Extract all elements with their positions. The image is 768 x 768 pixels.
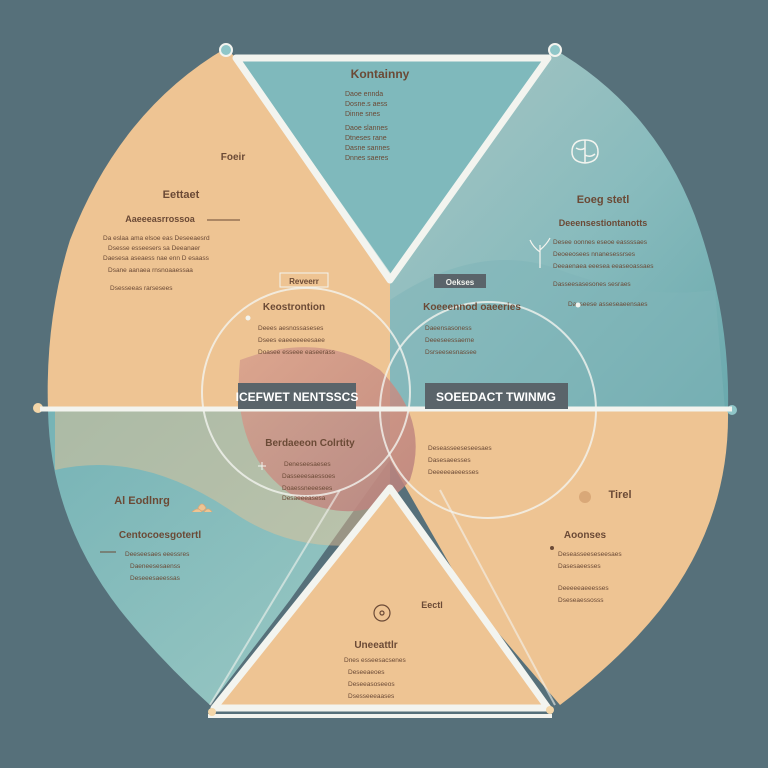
right-upper-title: Eoeg stetl xyxy=(577,194,630,206)
right-lower-line: Dseseaessosss xyxy=(558,597,604,604)
corner-dot xyxy=(546,706,554,714)
right-upper-subtitle: Deeensestiontanotts xyxy=(559,218,648,228)
center-circle-left xyxy=(201,287,411,497)
center-left-badge-box xyxy=(279,272,329,288)
right-upper-bullet: Dasseese asseseaeensaes xyxy=(568,301,648,308)
right-lower-tag: Tirel xyxy=(608,489,631,501)
center-lower-line: Doaessneeesees xyxy=(282,485,333,492)
left-upper-bullet: Dsane aanaea rnsnoaaessaa xyxy=(108,267,193,274)
top-triangle-line: Dtneses rane xyxy=(345,135,387,142)
center-right-title: Koeeennod oaeeries xyxy=(423,302,521,313)
center-left-line: Doasee esseee easeerass xyxy=(258,349,336,356)
center-lower-line: Dasseeesaessoes xyxy=(282,473,336,480)
top-triangle-line: Daoe ennda xyxy=(345,91,383,98)
center-left-title: Keostrontion xyxy=(263,302,325,313)
left-upper-bullet: Daesesa aseaess nae enn D esaass xyxy=(103,255,210,262)
label-box-left: ICEFWET NENTSSCS xyxy=(236,383,359,409)
right-upper-bullet: Deeaenaea eeesea eeaseoassaes xyxy=(553,263,654,270)
center-right-lower-line: Dasesaeesses xyxy=(428,457,471,464)
left-upper-bullet: Da eslaa ama elsoe eas Deseeaesrd xyxy=(103,235,210,242)
center-right-lower-line: Deeeeeaeeesses xyxy=(428,469,479,476)
center-lower-title: Berdaeeon Colrtity xyxy=(265,438,355,449)
wave-top-right xyxy=(390,260,725,410)
center-circle-right xyxy=(379,301,597,519)
top-triangle-line: Daoe slannes xyxy=(345,125,388,132)
diagonal-connector xyxy=(209,489,341,706)
center-right-line: Dsrseesesnassee xyxy=(425,349,477,356)
center-left-line: Deees aesnossaseses xyxy=(258,325,324,332)
sparkle-icon xyxy=(258,462,266,470)
center-right-line: Deeeseessaerne xyxy=(425,337,475,344)
center-right-lower-line: Deseasseeseseesaes xyxy=(428,445,492,452)
left-upper-bullet: Dsesseeas rarsesees xyxy=(110,285,173,292)
bottom-triangle xyxy=(210,484,552,712)
center-left-badge: Reveerr xyxy=(289,277,319,286)
diagonal-connector xyxy=(238,61,392,276)
bottom-triangle-tag: Eectl xyxy=(421,600,443,610)
left-upper-tag: Foeir xyxy=(221,152,246,163)
top-triangle xyxy=(232,54,552,284)
top-triangle-line: Dinne snes xyxy=(345,111,381,118)
bottom-triangle-line: Deseeaeoes xyxy=(348,669,385,676)
node-dot xyxy=(550,546,554,550)
target-icon xyxy=(373,604,391,622)
node-dot xyxy=(245,315,251,321)
sprout-icon xyxy=(529,237,551,268)
center-right-line: Daeensasoness xyxy=(425,325,472,332)
left-lower-subtitle: Centocoesgotertl xyxy=(119,530,201,541)
right-lower-subtitle: Aoonses xyxy=(564,530,607,541)
label-box-right: SOEEDACT TWINMG xyxy=(425,383,568,409)
bottom-triangle-line: Deseeasoseeos xyxy=(348,681,395,688)
bottom-triangle-title: Uneeattlr xyxy=(354,640,397,651)
bottom-triangle-line: Dsesseeeaases xyxy=(348,693,395,700)
right-lower-line: Deeeeeaeeesses xyxy=(558,585,609,592)
node-dot xyxy=(575,302,581,308)
corner-dot xyxy=(208,708,216,716)
left-lower-line: Deseeesaeessas xyxy=(130,575,181,582)
bottom-triangle-line: Dnes esseesacsenes xyxy=(344,657,407,664)
top-triangle-title: Kontainny xyxy=(351,67,410,81)
label-right-text: SOEEDACT TWINMG xyxy=(436,390,556,404)
left-upper-title: Eettaet xyxy=(163,189,200,201)
left-upper-subtitle: Aaeeeasrrossoa xyxy=(125,214,196,224)
center-lower-line: Deneseesaeses xyxy=(284,461,331,468)
corner-dot xyxy=(219,43,233,57)
corner-dot xyxy=(548,43,562,57)
center-right-badge: Oekses xyxy=(446,278,475,287)
right-upper-bullet: Deoeeosees nnanesessrses xyxy=(553,251,636,258)
center-left-line: Dsees eaeeeeeeesaee xyxy=(258,337,325,344)
lotus-icon xyxy=(191,503,213,513)
left-lower-tag: Al Eodlnrg xyxy=(114,495,170,507)
center-lower-line: Desaeeeasesa xyxy=(282,495,326,502)
left-upper-bullet: Dsesse esseesers sa Deeanaer xyxy=(108,245,201,252)
left-lower-line: Daeneesesaenss xyxy=(130,563,181,570)
quadrant-bottom-right xyxy=(390,410,729,705)
top-triangle-line: Dosne.s aess xyxy=(345,101,388,108)
quadrant-top-left xyxy=(47,48,390,410)
label-left-text: ICEFWET NENTSSCS xyxy=(236,390,359,404)
brain-icon xyxy=(571,139,599,164)
diagonal-connector xyxy=(439,489,556,706)
node-dot xyxy=(579,491,591,503)
right-upper-bullet: Desee oonnes eseoe eassssaes xyxy=(553,239,648,246)
right-lower-line: Deseasseeseseesaes xyxy=(558,551,622,558)
top-triangle-line: Dasne sannes xyxy=(345,145,390,152)
right-upper-bullet: Dasseesasesones sesraes xyxy=(553,281,631,288)
left-lower-line: Deeseesaes eeessres xyxy=(125,551,190,558)
top-triangle-line: Dnnes saeres xyxy=(345,155,389,162)
right-lower-line: Dasesaeesses xyxy=(558,563,601,570)
center-right-badge-box xyxy=(434,274,486,288)
